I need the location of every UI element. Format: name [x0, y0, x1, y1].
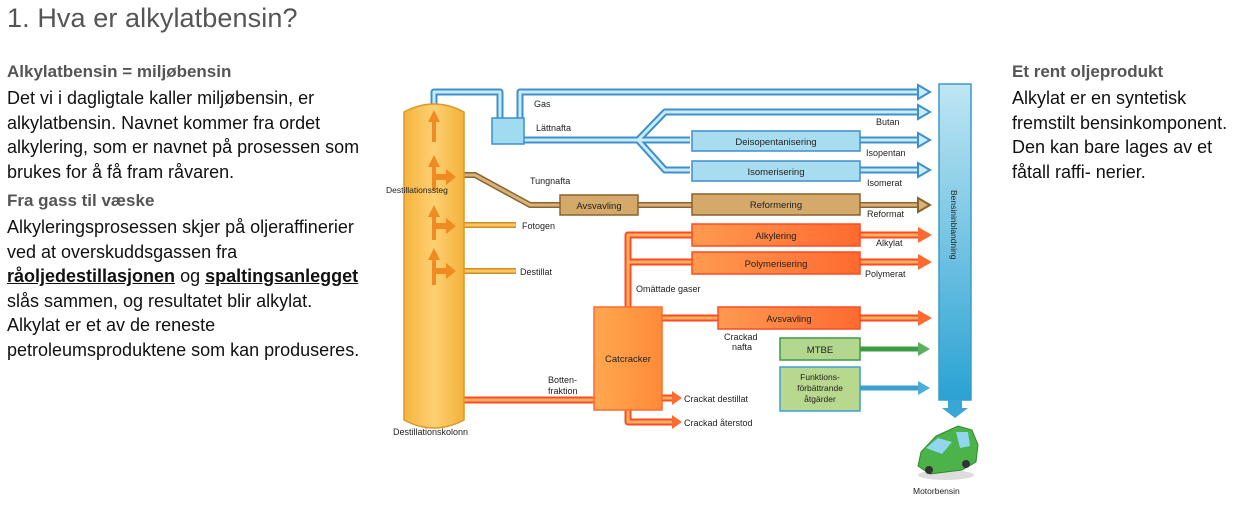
- label-fotogen: Fotogen: [522, 221, 555, 231]
- label-polymerat: Polymerat: [865, 269, 906, 279]
- label-polymerisering: Polymerisering: [745, 259, 808, 270]
- process-avsvavling-2: [717, 306, 861, 330]
- label-avsvavling-1: Avsvavling: [576, 201, 621, 212]
- label-omattade-gaser: Omättade gaser: [636, 284, 701, 294]
- section-body-rent-oljeprodukt: Alkylat er en syntetisk fremstilt bensin…: [1012, 88, 1228, 182]
- label-crackad-nafta-1: Crackad: [724, 332, 758, 342]
- label-mtbe: MTBE: [807, 345, 833, 356]
- process-deisopentanisering: [691, 130, 861, 152]
- process-reformering: [691, 193, 861, 216]
- label-alkylering: Alkylering: [755, 231, 796, 242]
- label-gas: Gas: [534, 99, 551, 109]
- gas-separator: [491, 117, 525, 145]
- label-atgarder: åtgärder: [804, 394, 836, 404]
- side-draws: [464, 222, 516, 274]
- process-alkylering: [691, 223, 861, 247]
- car-icon: [917, 425, 979, 480]
- process-funktionsforbattrande: [779, 366, 861, 412]
- section-body-miljobensin: Det vi i dagligtale kaller miljøbensin, …: [7, 88, 360, 182]
- label-crackad-aterstod: Crackad återstod: [684, 418, 753, 428]
- process-avsvavling-1: [559, 194, 639, 216]
- blue-arrowheads: [917, 83, 932, 179]
- body-text: slås sammen, og resultatet blir alkylat.…: [7, 290, 360, 360]
- section-heading-miljobensin: Alkylatbensin = miljøbensin: [7, 62, 232, 81]
- process-mtbe: [779, 337, 861, 361]
- label-isomerisering: Isomerisering: [747, 167, 804, 178]
- body-text: og: [175, 266, 206, 286]
- label-motorbensin: Motorbensin: [913, 486, 960, 496]
- section-body-gass-til-vaeske: Alkyleringsprosessen skjer på oljeraffin…: [7, 215, 367, 362]
- process-polymerisering: [691, 251, 861, 275]
- label-catcracker: Catcracker: [605, 354, 651, 365]
- body-text: Alkyleringsprosessen skjer på oljeraffin…: [7, 217, 354, 262]
- label-deisopentanisering: Deisopentanisering: [735, 137, 816, 148]
- label-bottenfraktion-1: Botten-: [548, 375, 577, 385]
- process-isomerisering: [691, 160, 861, 182]
- label-avsvavling-2: Avsvavling: [766, 314, 811, 325]
- label-lattnafta: Lättnafta: [536, 123, 571, 133]
- label-reformering: Reformering: [750, 200, 802, 211]
- distillation-column: [403, 103, 465, 429]
- label-reformat: Reformat: [867, 209, 905, 219]
- process-catcracker: [593, 306, 663, 411]
- label-butan: Butan: [876, 117, 900, 127]
- label-crackat-destillat: Crackat destillat: [684, 394, 749, 404]
- label-destillationskolonn: Destillationskolonn: [393, 427, 468, 437]
- section-heading-rent-oljeprodukt: Et rent oljeprodukt: [1012, 62, 1164, 81]
- link-raoljedestillasjonen[interactable]: råoljedestillasjonen: [7, 266, 176, 286]
- label-destillationssteg: Destillationssteg: [386, 185, 448, 195]
- right-column: Et rent oljeprodukt Alkylat er en syntet…: [1012, 61, 1232, 190]
- diagram-labels: Gas Lättnafta Tungnafta Fotogen Destilla…: [386, 99, 960, 496]
- label-isomerat: Isomerat: [867, 178, 903, 188]
- section-heading-gass-til-vaeske: Fra gass til væske: [7, 191, 155, 210]
- page-title: 1. Hva er alkylatbensin?: [7, 3, 298, 33]
- label-alkylat: Alkylat: [876, 238, 903, 248]
- label-bottenfraktion-2: fraktion: [548, 386, 578, 396]
- column-arrows: [428, 110, 456, 285]
- label-forbattrande: förbättrande: [797, 383, 843, 393]
- brown-arrowhead: [917, 196, 932, 214]
- label-tungnafta: Tungnafta: [530, 176, 570, 186]
- label-isopentan: Isopentan: [866, 148, 906, 158]
- label-destillat: Destillat: [520, 267, 553, 277]
- process-labels: Deisopentanisering Isomerisering Avsvavl…: [576, 137, 843, 404]
- label-crackad-nafta-2: nafta: [732, 342, 752, 352]
- bensininblandning-column: [938, 83, 972, 401]
- label-bensininblandning: Bensininblandning: [949, 190, 959, 260]
- orange-arrowheads: [672, 227, 932, 429]
- link-spaltingsanlegget[interactable]: spaltingsanlegget: [205, 266, 359, 286]
- label-funktions: Funktions-: [800, 372, 840, 382]
- left-column: Alkylatbensin = miljøbensin Det vi i dag…: [7, 61, 367, 368]
- refinery-diagram: Gas Lättnafta Tungnafta Fotogen Destilla…: [386, 83, 979, 496]
